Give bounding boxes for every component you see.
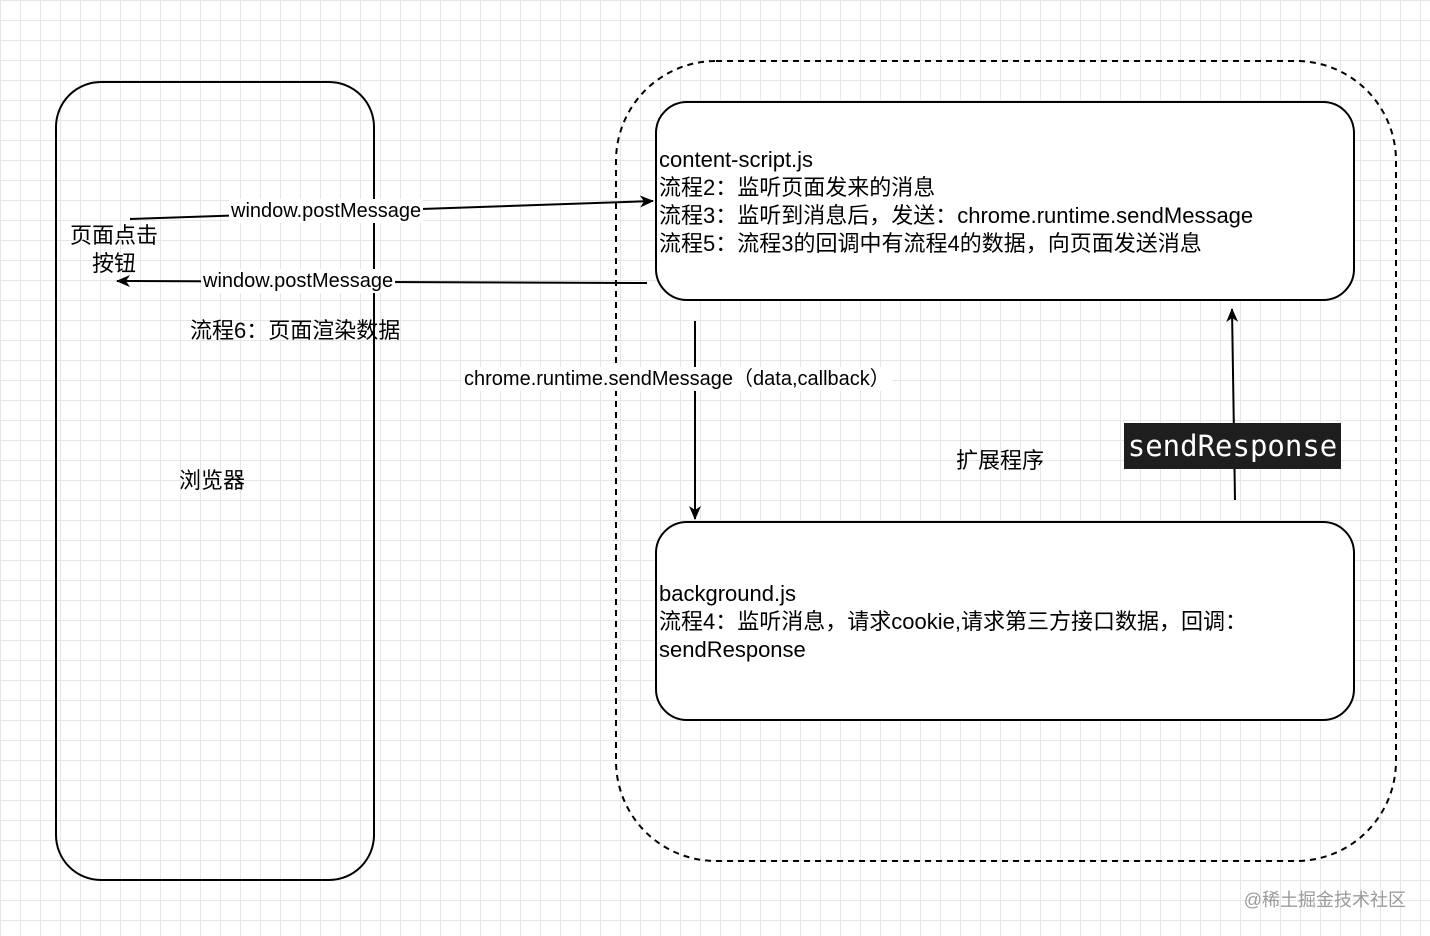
content-script-text: content-script.js 流程2：监听页面发来的消息 流程3：监听到消… — [659, 146, 1253, 258]
content-script-line: 流程2：监听页面发来的消息 — [659, 175, 936, 200]
background-box[interactable]: background.js 流程4：监听消息，请求cookie,请求第三方接口数… — [655, 521, 1355, 721]
page-button-label: 页面点击按钮 — [69, 223, 158, 276]
watermark: @稀土掘金技术社区 — [1243, 890, 1406, 910]
arrow-background-to-content — [1226, 308, 1239, 501]
extension-title: 扩展程序 — [956, 448, 1045, 473]
send-response-label: sendResponse — [1124, 423, 1341, 469]
background-text: background.js 流程4：监听消息，请求cookie,请求第三方接口数… — [659, 580, 1247, 664]
content-script-box[interactable]: content-script.js 流程2：监听页面发来的消息 流程3：监听到消… — [655, 101, 1355, 301]
browser-title: 浏览器 — [179, 468, 246, 493]
background-line: background.js — [659, 581, 796, 606]
edge-label-to-page: window.postMessage — [201, 269, 396, 293]
content-script-line: 流程3：监听到消息后，发送：chrome.runtime.sendMessage — [659, 203, 1254, 228]
edge-label-to-background: chrome.runtime.sendMessage（data,callback… — [462, 367, 892, 391]
edge-label-to-content: window.postMessage — [229, 199, 424, 223]
background-line: 流程4：监听消息，请求cookie,请求第三方接口数据，回调： — [659, 609, 1247, 634]
content-script-line: 流程5：流程3的回调中有流程4的数据，向页面发送消息 — [659, 231, 1202, 256]
background-line: sendResponse — [659, 637, 806, 662]
browser-box[interactable] — [55, 81, 375, 881]
content-script-line: content-script.js — [659, 147, 814, 172]
render-step-label: 流程6：页面渲染数据 — [190, 318, 401, 343]
extension-boundary — [615, 60, 1397, 862]
